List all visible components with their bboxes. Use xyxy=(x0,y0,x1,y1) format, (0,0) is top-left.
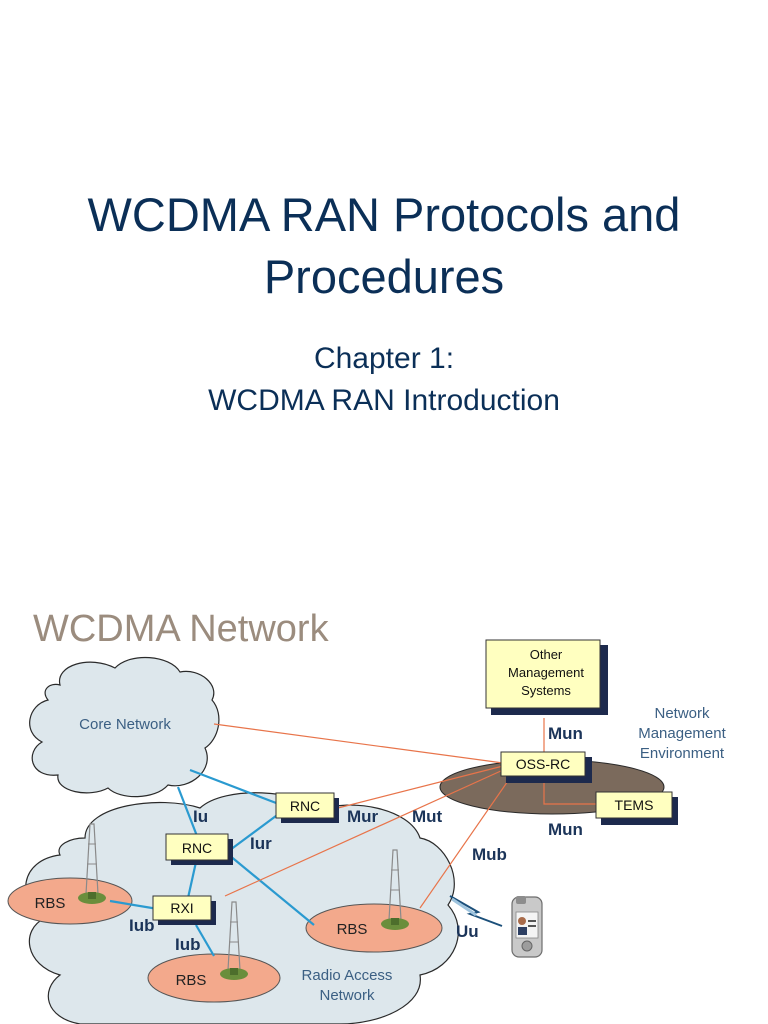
mobile-phone-icon xyxy=(511,896,543,958)
mun-label-bottom: Mun xyxy=(548,820,583,839)
management-links xyxy=(213,718,596,909)
antenna-tower-icon xyxy=(78,823,106,904)
oss-rc-box: OSS-RC xyxy=(500,751,592,783)
nme-label-line2: Management xyxy=(638,725,726,742)
oss-rc-label: OSS-RC xyxy=(516,756,570,772)
rnc-left-box: RNC xyxy=(165,833,233,865)
rnc-top-label: RNC xyxy=(290,798,320,814)
rxi-label: RXI xyxy=(170,900,193,916)
antenna-tower-icon xyxy=(220,901,248,980)
iub-label-left: Iub xyxy=(129,916,155,935)
rnc-left-label: RNC xyxy=(182,840,212,856)
other-management-systems-box: Other Management Systems xyxy=(485,639,608,715)
other-mgmt-line1: Other xyxy=(530,647,563,662)
iur-label: Iur xyxy=(250,834,272,853)
radio-access-network-label-line1: Radio Access xyxy=(302,967,393,984)
tems-box: TEMS xyxy=(595,791,678,825)
rbs-left-label: RBS xyxy=(35,895,66,912)
rxi-box: RXI xyxy=(152,895,216,925)
other-mgmt-line2: Management xyxy=(508,665,584,680)
uu-label: Uu xyxy=(456,922,479,941)
title-slide xyxy=(0,0,768,576)
tems-label: TEMS xyxy=(615,797,654,813)
nme-label-line3: Environment xyxy=(640,745,725,762)
iub-label-bottom: Iub xyxy=(175,935,201,954)
mut-label: Mut xyxy=(412,807,443,826)
other-mgmt-line3: Systems xyxy=(521,683,571,698)
core-network-cloud xyxy=(29,657,220,798)
rbs-center-label: RBS xyxy=(337,921,368,938)
mun-label-top: Mun xyxy=(548,724,583,743)
radio-wave-icon xyxy=(449,895,503,927)
mub-label: Mub xyxy=(472,845,507,864)
slide-title: WCDMA RAN Protocols and Procedures xyxy=(0,184,768,308)
rbs-bottom-label: RBS xyxy=(176,972,207,989)
radio-access-network-label-line2: Network xyxy=(319,987,375,1004)
slide-title-line1: WCDMA RAN Protocols and xyxy=(87,188,681,241)
transport-links xyxy=(109,768,315,957)
nme-label-line1: Network xyxy=(654,705,710,722)
core-network-label: Core Network xyxy=(79,716,171,733)
antenna-tower-icon xyxy=(381,849,409,930)
chapter-title: WCDMA RAN Introduction xyxy=(208,384,560,417)
rbs-ellipse-bottom xyxy=(147,953,281,1003)
rnc-top-box: RNC xyxy=(275,792,339,823)
chapter-number: Chapter 1: xyxy=(313,342,455,375)
slide-subtitle: Chapter 1: WCDMA RAN Introduction xyxy=(0,338,768,422)
network-slide-title: WCDMA Network xyxy=(33,608,329,650)
rbs-ellipse-center xyxy=(305,903,443,953)
iu-label: Iu xyxy=(193,807,208,826)
slide-title-line2: Procedures xyxy=(263,250,505,303)
mur-label: Mur xyxy=(347,807,379,826)
rbs-ellipse-left xyxy=(7,877,133,925)
